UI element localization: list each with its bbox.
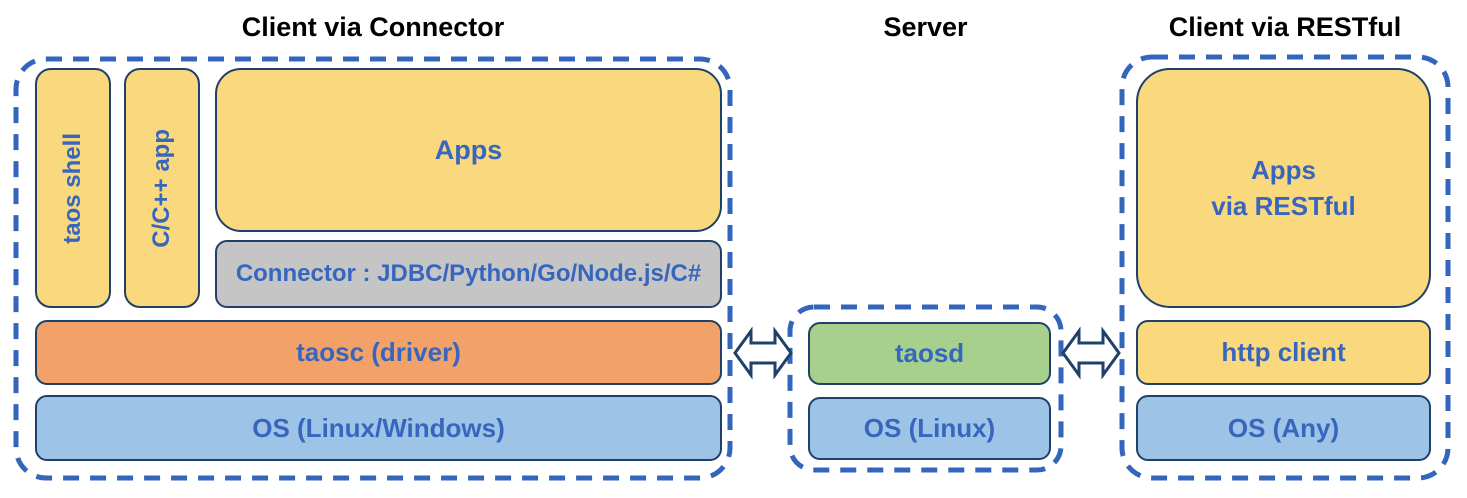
apps-via-restful-label: Apps via RESTful	[1211, 152, 1355, 225]
apps-via-restful-box: Apps via RESTful	[1136, 68, 1431, 308]
taosc-driver-label: taosc (driver)	[296, 337, 461, 367]
taosd-box: taosd	[808, 322, 1051, 385]
client-connector-title: Client via Connector	[241, 12, 505, 42]
http-client-label: http client	[1221, 337, 1346, 367]
apps-box: Apps	[215, 68, 722, 232]
cpp-app-label: C/C++ app	[148, 128, 175, 248]
cpp-app-box: C/C++ app	[124, 68, 200, 308]
os-linux-windows-box: OS (Linux/Windows)	[35, 395, 722, 461]
apps-label: Apps	[434, 134, 503, 165]
bidirectional-arrow-icon	[733, 326, 793, 380]
taos-shell-label: taos shell	[59, 132, 86, 244]
taosc-driver-box: taosc (driver)	[35, 320, 722, 385]
os-linux-label: OS (Linux)	[863, 413, 996, 443]
bidirectional-arrow-icon	[1061, 326, 1121, 380]
http-client-box: http client	[1136, 320, 1431, 385]
apps-via-restful-line2: via RESTful	[1211, 191, 1356, 221]
server-title: Server	[883, 12, 968, 42]
os-any-box: OS (Any)	[1136, 395, 1431, 461]
taos-shell-box: taos shell	[35, 68, 111, 308]
os-linux-windows-label: OS (Linux/Windows)	[252, 412, 505, 443]
connector-label: Connector : JDBC/Python/Go/Node.js/C#	[235, 260, 702, 287]
os-linux-box: OS (Linux)	[808, 397, 1051, 460]
connector-box: Connector : JDBC/Python/Go/Node.js/C#	[215, 240, 722, 308]
apps-via-restful-line1: Apps	[1250, 154, 1316, 185]
os-any-label: OS (Any)	[1227, 412, 1340, 443]
taosd-label: taosd	[894, 338, 965, 368]
client-restful-title: Client via RESTful	[1168, 12, 1402, 42]
